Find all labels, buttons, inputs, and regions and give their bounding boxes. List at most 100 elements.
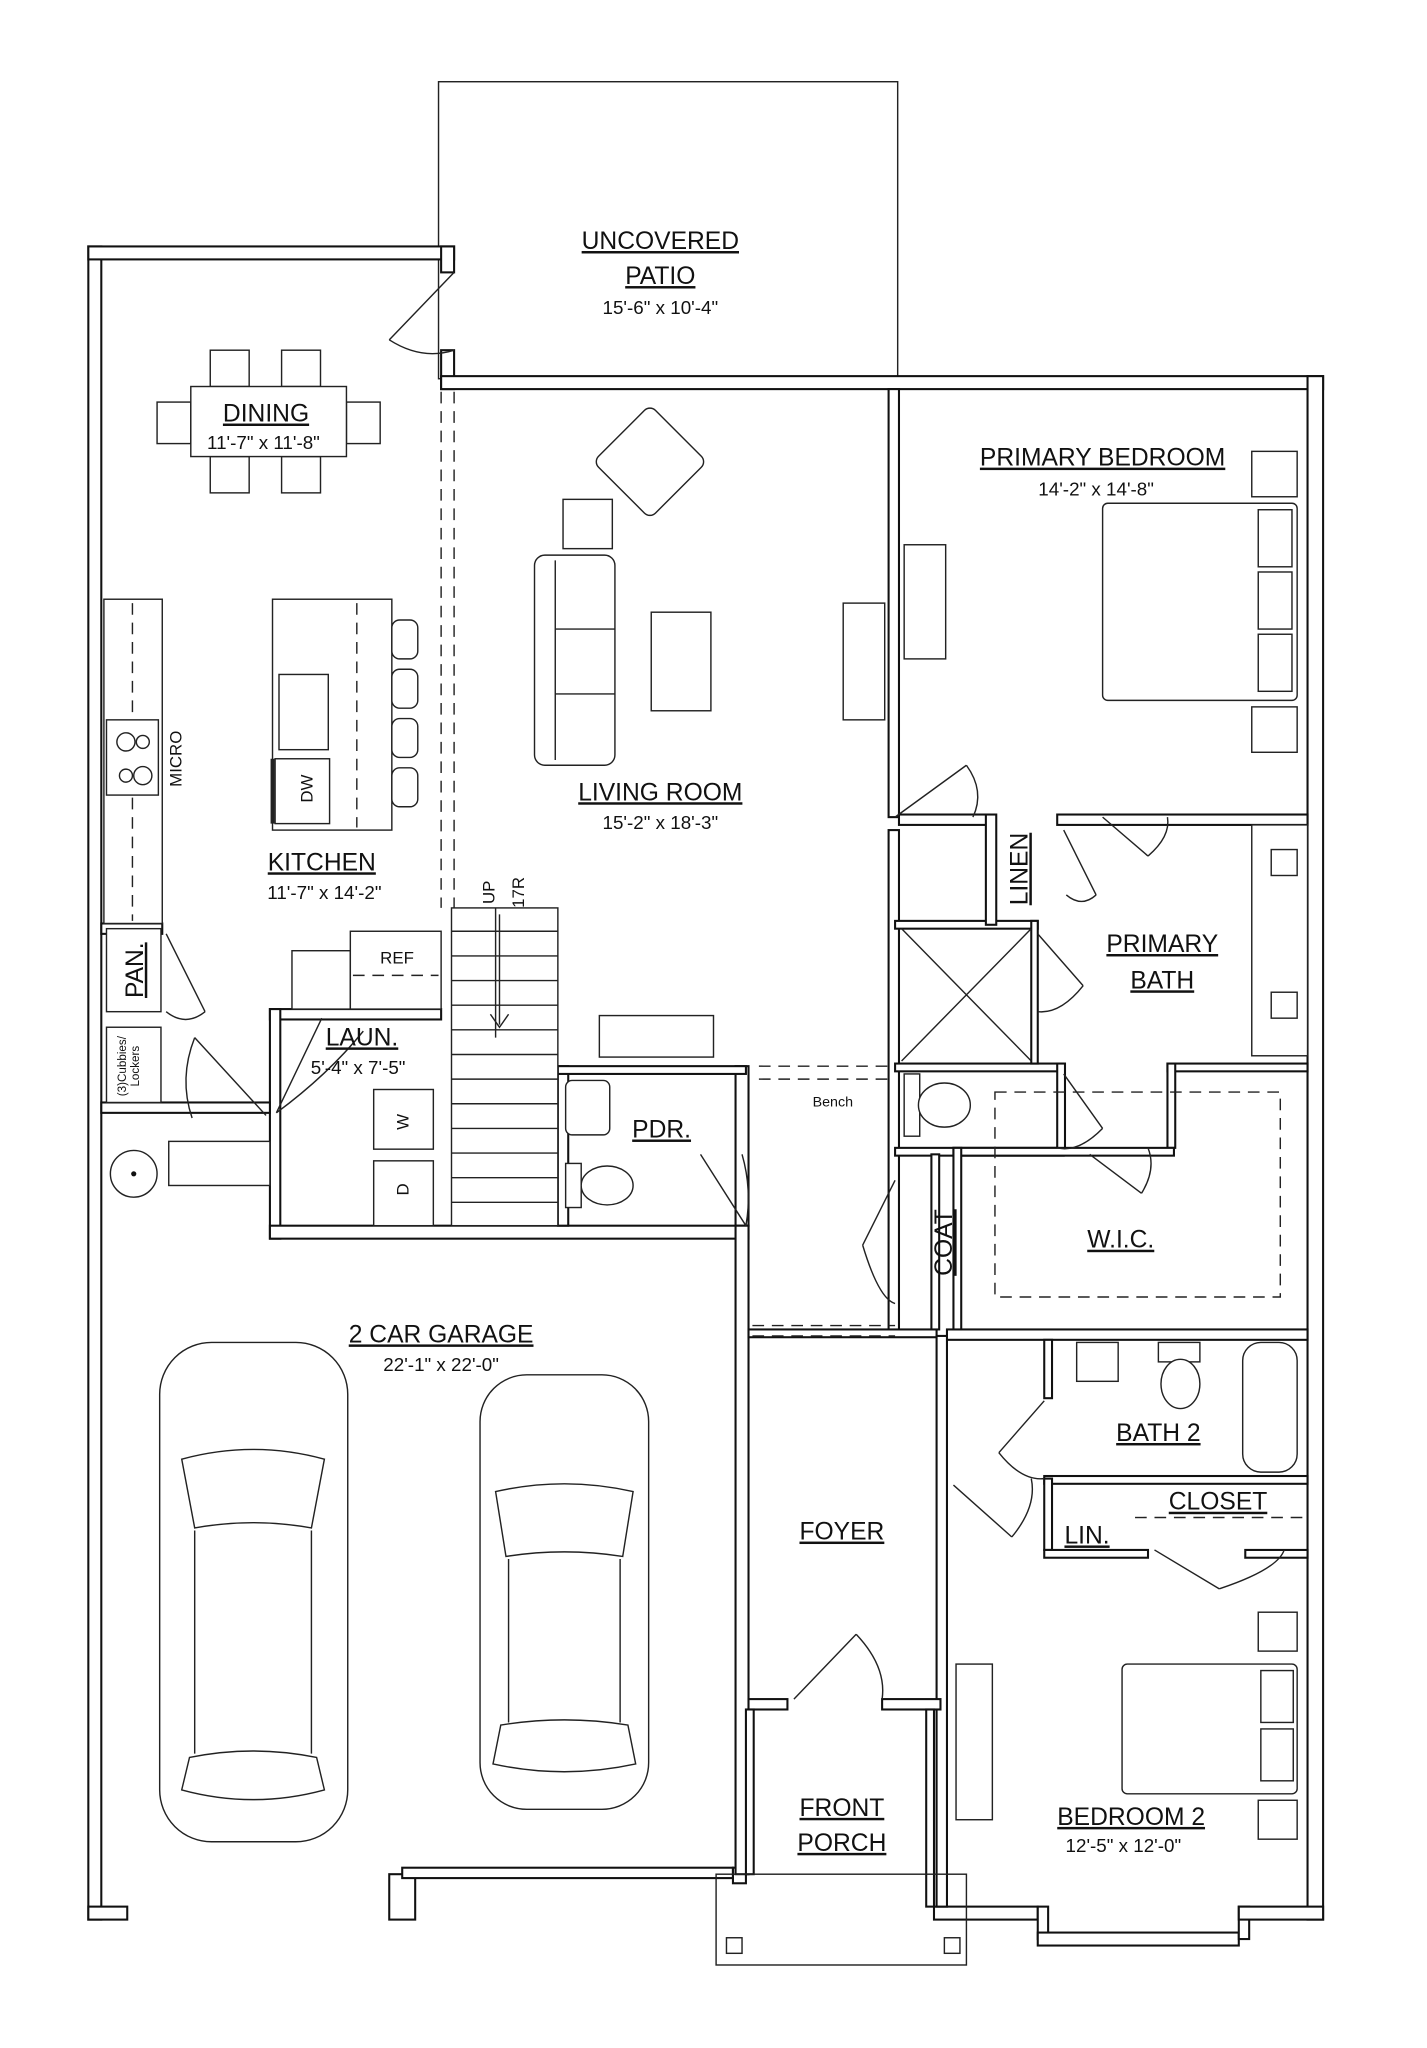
burner-icon — [116, 732, 136, 752]
primary-toilet-tank — [903, 1073, 921, 1137]
powder-sink — [564, 1079, 611, 1136]
wall — [401, 1866, 734, 1880]
dining-chair — [345, 401, 381, 445]
door-leaf[interactable] — [894, 764, 967, 818]
refrigerator — [349, 930, 442, 1010]
living-room-dims: 15'-2" x 18'-3" — [603, 812, 719, 833]
kitchen-label: KITCHEN — [268, 849, 376, 876]
door-swing — [965, 764, 979, 818]
nightstand — [1257, 1611, 1298, 1652]
laundry-label: LAUN. — [326, 1024, 399, 1051]
wall — [268, 1008, 282, 1240]
micro-label: MICRO — [167, 731, 186, 787]
washer-label: W — [394, 1114, 413, 1130]
dresser — [955, 1663, 994, 1821]
stairs[interactable] — [450, 907, 559, 1227]
door-swing — [1057, 1127, 1104, 1150]
stairs-risers-label: 17R — [509, 877, 528, 908]
fixtures — [103, 349, 1309, 1966]
door-leaf[interactable] — [165, 933, 206, 1012]
pillow — [1260, 1728, 1294, 1782]
bedroom2-dims: 12'-5" x 12'-0" — [1066, 1835, 1182, 1856]
door-swing — [1065, 894, 1097, 903]
stair-outline[interactable] — [450, 907, 559, 1227]
door-leaf[interactable] — [1102, 816, 1149, 857]
door-leaf[interactable] — [1154, 1549, 1220, 1590]
patio-dims: 15'-6" x 10'-4" — [603, 297, 719, 318]
wall — [1166, 1062, 1309, 1073]
primary-bath-label-2: BATH — [1130, 967, 1194, 994]
car-right — [479, 1374, 650, 1811]
primary-bed — [1101, 502, 1298, 702]
dishwasher — [274, 758, 331, 825]
burner-icon — [118, 768, 134, 783]
wall — [1237, 1905, 1325, 1921]
dining-chair — [209, 455, 250, 494]
linen-label: LINEN — [1006, 833, 1033, 906]
console-table — [598, 1014, 715, 1058]
walls — [87, 245, 1325, 1947]
door-leaf[interactable] — [699, 1153, 747, 1227]
wall — [556, 1065, 747, 1075]
bathtub — [1241, 1341, 1298, 1473]
door-leaf[interactable] — [1063, 1073, 1104, 1129]
door-leaf[interactable] — [793, 1633, 857, 1700]
wall — [1306, 375, 1325, 1921]
wall — [747, 1328, 938, 1339]
cubbies-label: (3)Cubbies/ — [116, 1035, 129, 1096]
closet-label: CLOSET — [1169, 1489, 1268, 1516]
bath2-label: BATH 2 — [1116, 1420, 1200, 1447]
wall — [897, 813, 991, 826]
door-leaf[interactable] — [1063, 829, 1097, 896]
wall — [887, 829, 901, 1337]
wall — [932, 1905, 1039, 1921]
linen2-label: LIN. — [1064, 1522, 1109, 1549]
wall — [388, 1873, 417, 1921]
wall — [1244, 1548, 1309, 1559]
door-leaf[interactable] — [1037, 933, 1084, 987]
coffee-table — [650, 611, 712, 712]
door-leaf[interactable] — [998, 1400, 1045, 1454]
wall — [894, 1062, 1065, 1073]
door-swing — [1011, 1478, 1034, 1538]
door-swing — [185, 1037, 196, 1119]
garage-step — [168, 1140, 271, 1187]
door-swing — [998, 1452, 1045, 1480]
car-body — [158, 1341, 349, 1843]
vanity-sink — [1270, 848, 1298, 877]
kitchen-dims: 11'-7" x 14'-2" — [267, 882, 381, 903]
dryer-label: D — [394, 1183, 413, 1195]
wall — [930, 1153, 941, 1331]
stair-treads — [451, 914, 558, 1204]
wall — [440, 245, 456, 274]
wall — [984, 813, 998, 926]
cubbies-label-2: Lockers — [129, 1046, 142, 1087]
door-leaf[interactable] — [862, 1179, 896, 1246]
door-leaf[interactable] — [1089, 1153, 1142, 1194]
car-body — [479, 1374, 650, 1811]
pillow — [1257, 571, 1293, 630]
wall — [1043, 1474, 1309, 1485]
shower-diagonal — [901, 928, 1032, 1062]
nightstand — [1251, 450, 1298, 498]
living-furniture — [533, 407, 886, 1058]
wall — [87, 245, 103, 1921]
front-porch-label: FRONT — [799, 1795, 884, 1822]
nightstand — [1257, 1799, 1298, 1840]
door-swing — [861, 1244, 896, 1305]
bath2-sink — [1075, 1341, 1119, 1383]
wall — [925, 1708, 936, 1908]
door-leaf[interactable] — [194, 1037, 267, 1116]
armchair — [595, 407, 705, 517]
wall — [1043, 1338, 1054, 1400]
door-swing — [855, 1633, 884, 1700]
door-leaf[interactable] — [275, 1017, 323, 1114]
patio-label-2: PATIO — [625, 263, 695, 290]
door-leaf[interactable] — [388, 271, 455, 341]
wall — [1030, 919, 1039, 1065]
dining-table — [190, 385, 348, 458]
door-leaf[interactable] — [952, 1484, 1013, 1538]
dryer — [372, 1160, 435, 1227]
primary-bedroom-label: PRIMARY BEDROOM — [980, 445, 1225, 472]
